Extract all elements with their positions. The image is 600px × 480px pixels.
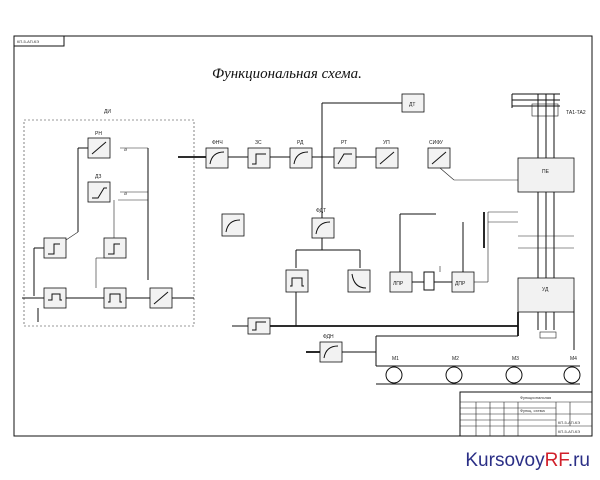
relay-block-1 xyxy=(43,237,67,259)
motor-m4 xyxy=(563,366,581,384)
sheet-frame xyxy=(13,35,593,437)
fdt-label: ФДТ xyxy=(316,208,326,214)
shunt-box xyxy=(539,331,557,339)
fdn-block xyxy=(319,341,343,363)
fdt-block xyxy=(311,217,335,239)
drive-block xyxy=(517,277,575,313)
feedback-block xyxy=(221,213,245,237)
converter-block xyxy=(517,157,575,193)
sifu-label: СИФУ xyxy=(429,140,444,146)
dt-label: ДТ xyxy=(409,102,415,108)
dz-block xyxy=(87,181,111,203)
kursovoyrf-watermark: KursovoyRF.ru xyxy=(465,450,590,472)
input-block xyxy=(247,317,271,335)
tb-line2: Функц. схема xyxy=(520,408,545,413)
limiter-block-2 xyxy=(103,287,127,309)
diagram-title: Функциональная схема. xyxy=(212,66,362,82)
transformer-label: ТА1-ТА2 xyxy=(566,110,586,116)
watermark-accent: RF xyxy=(544,450,568,471)
relay-block-2 xyxy=(103,237,127,259)
svg-text:Ø: Ø xyxy=(124,191,127,196)
motor-m4-label: М4 xyxy=(570,356,577,362)
pd-label: РД xyxy=(297,140,304,146)
nonlinear-block xyxy=(347,269,371,293)
motor-m3-label: М3 xyxy=(512,356,519,362)
di-label: ДИ xyxy=(104,109,111,115)
stamp-box xyxy=(13,35,65,47)
rn-label: РН xyxy=(95,131,102,137)
tb-code2: КП-5-АП-КЭ xyxy=(558,429,580,434)
zs-label: ЗС xyxy=(255,140,262,146)
motor-m2 xyxy=(445,366,463,384)
pt-label: РТ xyxy=(341,140,347,146)
fdn-label: ФДН xyxy=(323,334,334,340)
svg-text:Ø: Ø xyxy=(124,147,127,152)
drive-label: УД xyxy=(542,287,549,293)
fnch-label: ФНЧ xyxy=(212,140,223,146)
tb-code1: КП-5-АП-КЭ xyxy=(558,420,580,425)
pd-block xyxy=(289,147,313,169)
dpr-label: ДПР xyxy=(455,281,466,287)
lpr-label: ЛПР xyxy=(393,281,404,287)
tb-doc-name: Функциональная xyxy=(520,395,551,400)
regulator-group-frame xyxy=(23,119,195,327)
limiter-block-1 xyxy=(43,287,67,309)
motor-m1-label: М1 xyxy=(392,356,399,362)
dz-label: ДЗ xyxy=(95,174,101,180)
zs-block xyxy=(247,147,271,169)
converter-label: ПЕ xyxy=(542,169,550,175)
fnch-block xyxy=(205,147,229,169)
limiter-block-3 xyxy=(285,269,309,293)
motor-m2-label: М2 xyxy=(452,356,459,362)
up-label: УП xyxy=(383,140,390,146)
watermark-tail: .ru xyxy=(567,450,590,471)
stamp-label: КП-5-АП-КЭ xyxy=(17,39,39,44)
title-block: Функциональная Функц. схема КП-5-АП-КЭ К… xyxy=(459,391,593,437)
transformer-box xyxy=(531,103,559,117)
motor-m3 xyxy=(505,366,523,384)
motor-m1 xyxy=(385,366,403,384)
switch-box xyxy=(423,271,435,291)
watermark-main: Kursovoy xyxy=(465,450,545,471)
pt-block xyxy=(333,147,357,169)
